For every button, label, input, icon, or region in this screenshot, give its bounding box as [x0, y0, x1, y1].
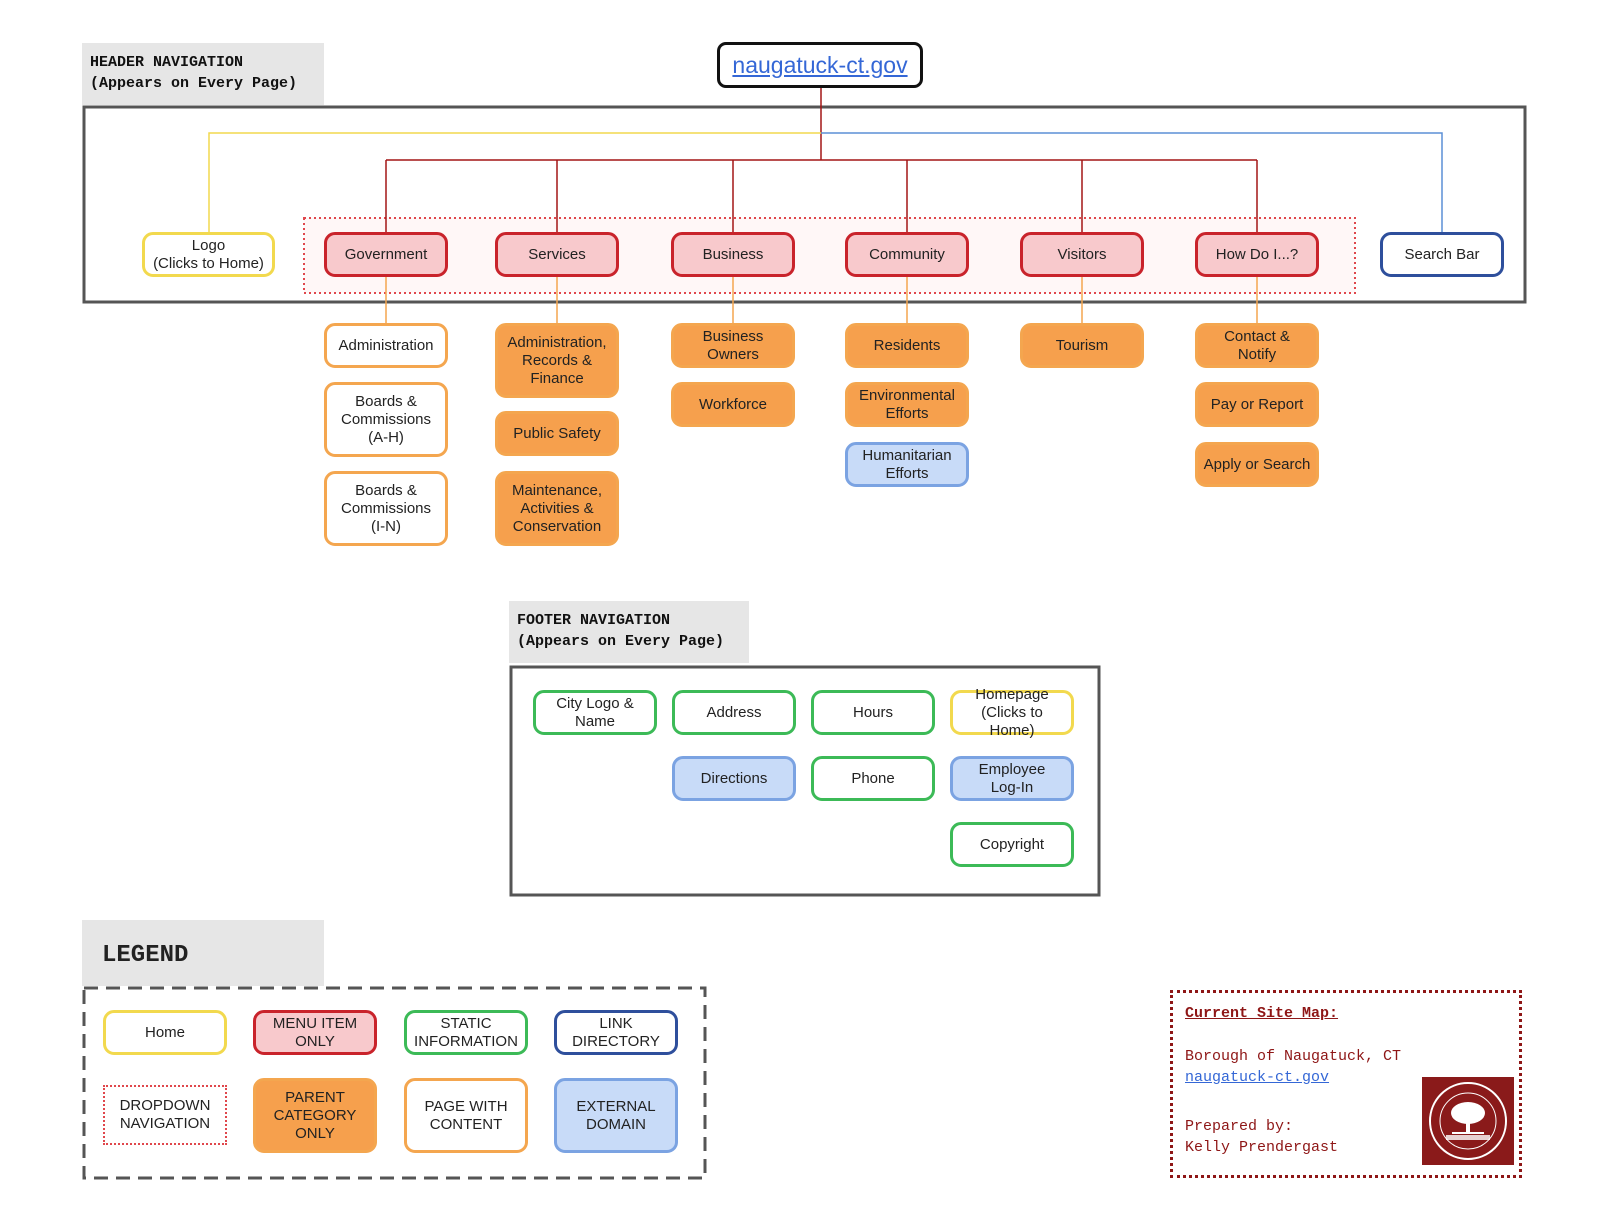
footer-homepage[interactable]: Homepage (Clicks to Home) — [950, 686, 1074, 739]
menu-visitors[interactable]: Visitors — [1020, 232, 1144, 277]
services-child-maintenance[interactable]: Maintenance, Activities & Conservation — [495, 471, 619, 546]
footer-nav-label: FOOTER NAVIGATION (Appears on Every Page… — [509, 601, 749, 663]
menu-business[interactable]: Business — [671, 232, 795, 277]
legend-menu-item-only: MENU ITEM ONLY — [253, 1010, 377, 1055]
sitemap-org: Borough of Naugatuck, CT — [1185, 1048, 1402, 1065]
legend-dropdown-navigation: DROPDOWN NAVIGATION — [103, 1085, 227, 1145]
government-child-boards-i-n[interactable]: Boards & Commissions (I-N) — [324, 471, 448, 546]
legend-static-information: STATIC INFORMATION — [404, 1010, 528, 1055]
footer-nav-label-subtitle: (Appears on Every Page) — [517, 633, 725, 650]
sitemap-prepared-label: Prepared by: — [1185, 1118, 1294, 1135]
footer-copyright[interactable]: Copyright — [950, 822, 1074, 867]
government-child-boards-a-h[interactable]: Boards & Commissions (A-H) — [324, 382, 448, 457]
legend-title: LEGEND — [82, 920, 324, 986]
services-child-admin-records-finance[interactable]: Administration, Records & Finance — [495, 323, 619, 398]
legend-page-with-content: PAGE WITH CONTENT — [404, 1078, 528, 1153]
dropdown-frame — [303, 217, 1356, 294]
services-child-public-safety[interactable]: Public Safety — [495, 411, 619, 456]
government-child-administration[interactable]: Administration — [324, 323, 448, 368]
header-nav-label-subtitle: (Appears on Every Page) — [90, 75, 298, 92]
how-do-i-child-pay-report[interactable]: Pay or Report — [1195, 382, 1319, 427]
business-child-workforce[interactable]: Workforce — [671, 382, 795, 427]
header-nav-label-title: HEADER NAVIGATION — [90, 54, 244, 71]
how-do-i-child-contact-notify[interactable]: Contact & Notify — [1195, 323, 1319, 368]
site-title-link[interactable]: naugatuck-ct.gov — [717, 42, 923, 88]
visitors-child-tourism[interactable]: Tourism — [1020, 323, 1144, 368]
menu-government[interactable]: Government — [324, 232, 448, 277]
how-do-i-child-apply-search[interactable]: Apply or Search — [1195, 442, 1319, 487]
logo-node[interactable]: Logo (Clicks to Home) — [142, 232, 275, 277]
legend-external-domain: EXTERNAL DOMAIN — [554, 1078, 678, 1153]
sitemap-author: Kelly Prendergast — [1185, 1139, 1339, 1156]
legend-link-directory: LINK DIRECTORY — [554, 1010, 678, 1055]
community-child-residents[interactable]: Residents — [845, 323, 969, 368]
footer-nav-label-title: FOOTER NAVIGATION — [517, 612, 671, 629]
footer-address[interactable]: Address — [672, 690, 796, 735]
footer-hours[interactable]: Hours — [811, 690, 935, 735]
sitemap-info-box: Current Site Map: Borough of Naugatuck, … — [1170, 990, 1522, 1178]
sitemap-heading: Current Site Map: — [1185, 1005, 1339, 1022]
footer-frame — [509, 665, 1101, 897]
header-nav-label: HEADER NAVIGATION (Appears on Every Page… — [82, 43, 324, 105]
borough-seal-icon — [1422, 1077, 1514, 1165]
community-child-humanitarian[interactable]: Humanitarian Efforts — [845, 442, 969, 487]
header-frame — [82, 105, 1527, 304]
footer-city-logo-name[interactable]: City Logo & Name — [533, 690, 657, 735]
menu-services[interactable]: Services — [495, 232, 619, 277]
footer-directions[interactable]: Directions — [672, 756, 796, 801]
menu-community[interactable]: Community — [845, 232, 969, 277]
footer-phone[interactable]: Phone — [811, 756, 935, 801]
legend-home: Home — [103, 1010, 227, 1055]
legend-parent-category-only: PARENT CATEGORY ONLY — [253, 1078, 377, 1153]
business-child-owners[interactable]: Business Owners — [671, 323, 795, 368]
sitemap-url-link[interactable]: naugatuck-ct.gov — [1185, 1069, 1330, 1086]
menu-how-do-i[interactable]: How Do I...? — [1195, 232, 1319, 277]
community-child-environmental[interactable]: Environmental Efforts — [845, 382, 969, 427]
search-bar-node[interactable]: Search Bar — [1380, 232, 1504, 277]
footer-employee-login[interactable]: Employee Log-In — [950, 756, 1074, 801]
legend-frame — [82, 986, 707, 1180]
